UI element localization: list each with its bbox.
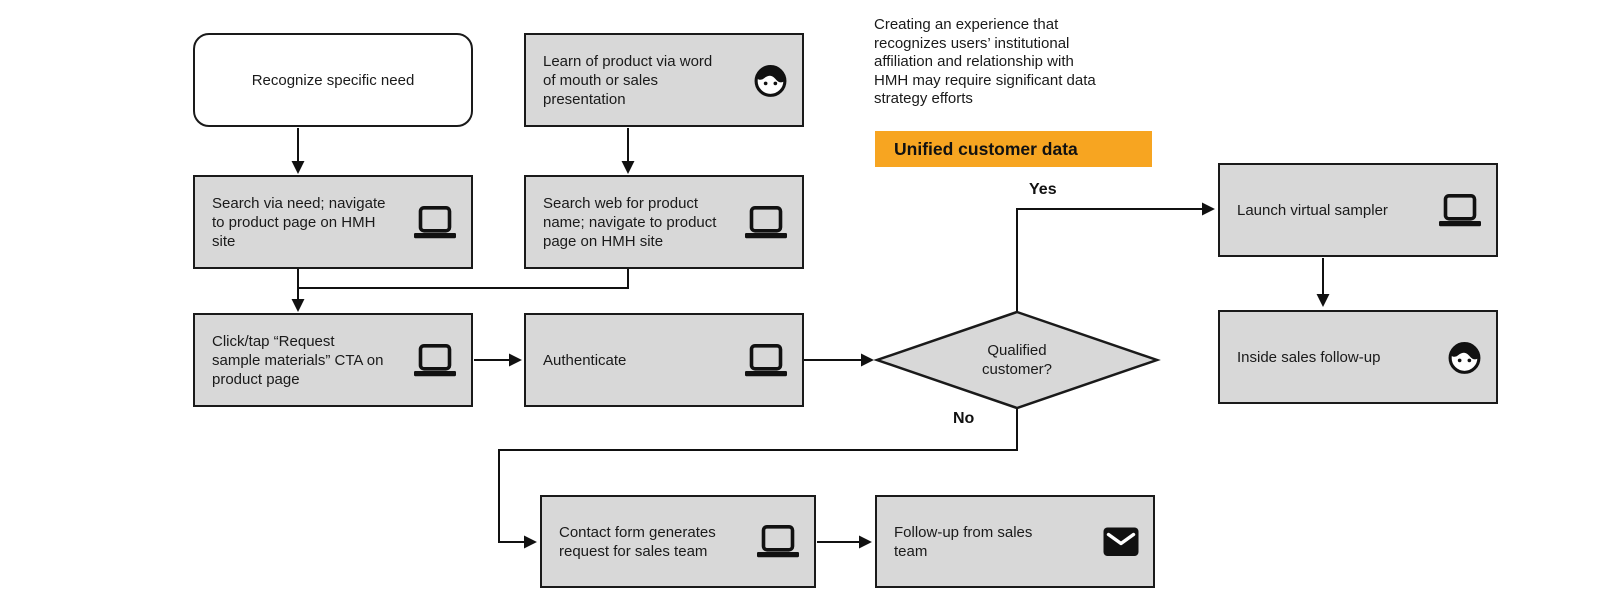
node-followup-from-sales: Follow-up from sales team — [875, 495, 1155, 588]
node-inside-sales-followup: Inside sales follow-up — [1218, 310, 1498, 404]
node-label: Click/tap “Request sample materials” CTA… — [212, 332, 384, 388]
laptop-icon — [744, 205, 788, 239]
node-authenticate: Authenticate — [524, 313, 804, 407]
no-edge-label: No — [953, 410, 975, 427]
node-recognize-specific-need: Recognize specific need — [193, 33, 473, 127]
node-label: Search web for product name; navigate to… — [543, 194, 717, 250]
envelope-icon — [1103, 527, 1139, 557]
laptop-icon — [413, 205, 457, 239]
node-launch-virtual-sampler: Launch virtual sampler — [1218, 163, 1498, 257]
node-label: Search via need; navigate to product pag… — [212, 194, 386, 250]
node-label: Follow-up from sales team — [894, 523, 1033, 560]
person-icon — [753, 63, 788, 98]
person-icon — [1447, 340, 1482, 375]
laptop-icon — [1438, 193, 1482, 227]
node-search-via-need: Search via need; navigate to product pag… — [193, 175, 473, 269]
node-clicktap-request-sample: Click/tap “Request sample materials” CTA… — [193, 313, 473, 407]
edge-search-web-join — [298, 269, 629, 289]
node-contact-form: Contact form generates request for sales… — [540, 495, 816, 588]
yes-edge-label: Yes — [1029, 181, 1057, 198]
node-label: Inside sales follow-up — [1237, 348, 1381, 366]
edge-yes-to-launch — [1016, 202, 1215, 312]
annotation-text: Creating an experience that recognizes u… — [874, 16, 1096, 107]
laptop-icon — [756, 525, 800, 558]
node-learn-of-product: Learn of product via word of mouth or sa… — [524, 33, 804, 127]
node-label: Launch virtual sampler — [1237, 201, 1388, 219]
node-search-web: Search web for product name; navigate to… — [524, 175, 804, 269]
laptop-icon — [744, 343, 788, 377]
unified-customer-data-label: Unified customer data — [875, 131, 1152, 167]
node-label: Contact form generates request for sales… — [559, 523, 716, 560]
laptop-icon — [413, 343, 457, 377]
node-label: Learn of product via word of mouth or sa… — [543, 52, 713, 108]
node-label: Recognize specific need — [251, 71, 415, 89]
node-label: Authenticate — [543, 351, 627, 369]
node-qualified-customer-decision: Qualified customer? — [981, 342, 1053, 378]
